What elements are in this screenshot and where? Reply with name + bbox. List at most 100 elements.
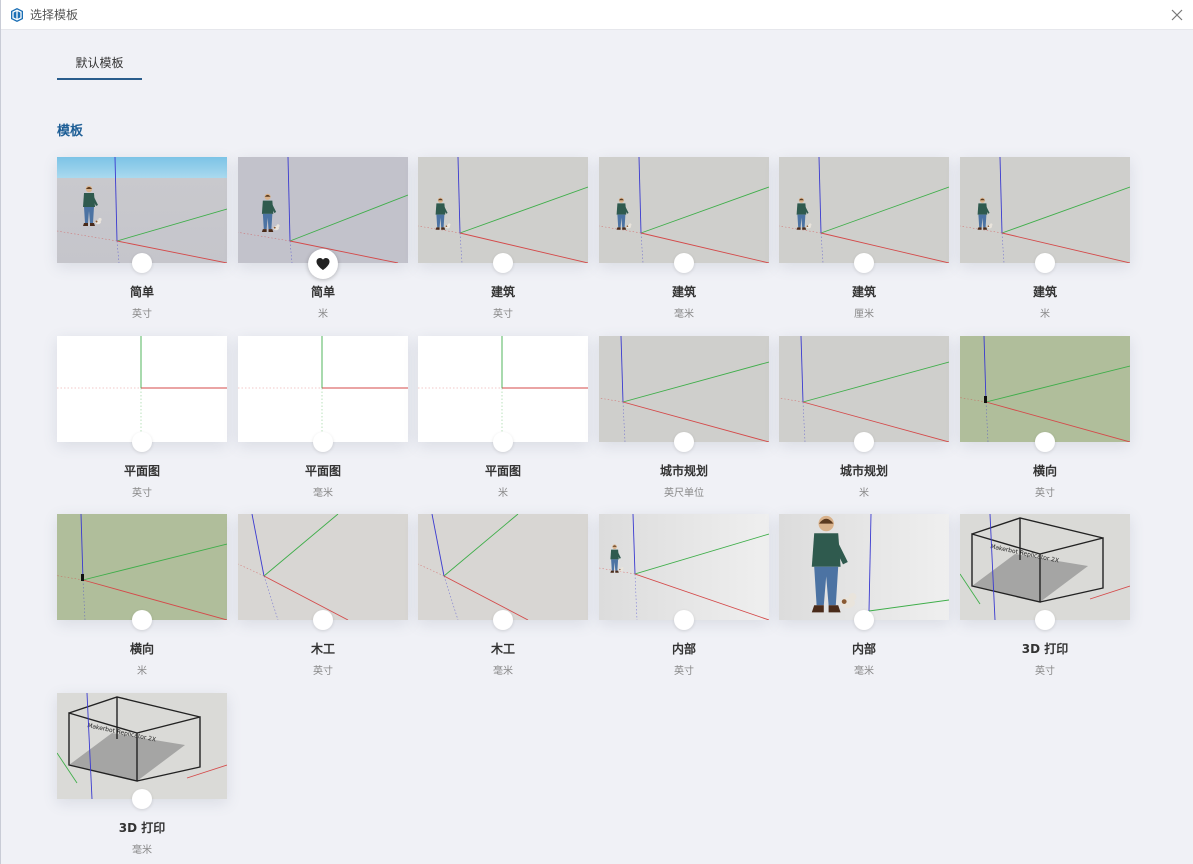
template-thumbnail[interactable] — [57, 157, 227, 263]
favorite-toggle[interactable] — [854, 432, 874, 452]
template-name: 3D 打印 — [118, 821, 166, 835]
template-card[interactable]: 简单英寸 — [57, 157, 227, 327]
template-unit: 毫米 — [493, 666, 513, 677]
template-name: 简单 — [129, 285, 154, 299]
template-card[interactable]: Makerbot Replicator 2X 3D 打印英寸 — [960, 514, 1130, 684]
template-card[interactable]: 横向米 — [57, 514, 227, 684]
favorite-toggle[interactable] — [132, 789, 152, 809]
template-thumbnail[interactable] — [599, 514, 769, 620]
close-icon[interactable] — [1168, 6, 1186, 24]
template-name: 建筑 — [490, 285, 515, 299]
favorite-toggle[interactable] — [854, 610, 874, 630]
favorite-toggle[interactable] — [1035, 610, 1055, 630]
template-unit: 毫米 — [854, 666, 874, 677]
template-card[interactable]: 木工毫米 — [418, 514, 588, 684]
template-name: 平面图 — [304, 464, 341, 478]
template-name: 平面图 — [484, 464, 521, 478]
section-title: 模板 — [57, 124, 84, 139]
template-name: 3D 打印 — [1021, 642, 1069, 656]
template-unit: 英寸 — [1035, 666, 1055, 677]
template-name: 建筑 — [671, 285, 696, 299]
template-thumbnail[interactable] — [418, 514, 588, 620]
favorite-toggle[interactable] — [132, 432, 152, 452]
template-name: 建筑 — [851, 285, 876, 299]
template-name: 平面图 — [123, 464, 160, 478]
template-card[interactable]: 内部英寸 — [599, 514, 769, 684]
template-thumbnail[interactable] — [960, 336, 1130, 442]
template-unit: 英尺单位 — [664, 488, 704, 499]
template-card[interactable]: 简单米 — [238, 157, 408, 327]
favorite-toggle[interactable] — [674, 610, 694, 630]
template-unit: 毫米 — [674, 309, 694, 320]
template-name: 简单 — [310, 285, 335, 299]
template-name: 建筑 — [1032, 285, 1057, 299]
template-card[interactable]: 建筑毫米 — [599, 157, 769, 327]
template-thumbnail[interactable]: Makerbot Replicator 2X — [960, 514, 1130, 620]
template-thumbnail[interactable] — [57, 336, 227, 442]
template-card[interactable]: 建筑厘米 — [779, 157, 949, 327]
template-card[interactable]: 内部毫米 — [779, 514, 949, 684]
favorite-toggle[interactable] — [493, 253, 513, 273]
template-thumbnail[interactable] — [960, 157, 1130, 263]
favorite-toggle[interactable] — [313, 432, 333, 452]
template-name: 城市规划 — [839, 464, 888, 478]
title-bar: 选择模板 — [1, 0, 1193, 30]
favorite-toggle[interactable] — [132, 253, 152, 273]
template-unit: 米 — [137, 666, 147, 677]
template-thumbnail[interactable] — [599, 336, 769, 442]
template-unit: 英寸 — [493, 309, 513, 320]
favorite-toggle[interactable] — [493, 610, 513, 630]
template-card[interactable]: 建筑英寸 — [418, 157, 588, 327]
template-unit: 英寸 — [132, 309, 152, 320]
template-thumbnail[interactable] — [238, 336, 408, 442]
favorite-toggle[interactable] — [1035, 253, 1055, 273]
template-thumbnail[interactable] — [418, 157, 588, 263]
template-card[interactable]: 平面图英寸 — [57, 336, 227, 506]
favorite-toggle[interactable] — [674, 432, 694, 452]
template-name: 横向 — [1032, 464, 1057, 478]
template-card[interactable]: 横向英寸 — [960, 336, 1130, 506]
favorite-toggle[interactable] — [1035, 432, 1055, 452]
template-thumbnail[interactable] — [779, 514, 949, 620]
sketchup-logo-icon — [9, 7, 25, 23]
template-thumbnail[interactable] — [418, 336, 588, 442]
template-unit: 英寸 — [674, 666, 694, 677]
favorite-heart-icon[interactable] — [308, 249, 338, 279]
template-name: 内部 — [851, 642, 876, 656]
template-card[interactable]: Makerbot Replicator 2X 3D 打印毫米 — [57, 693, 227, 863]
favorite-toggle[interactable] — [674, 253, 694, 273]
favorite-toggle[interactable] — [132, 610, 152, 630]
template-name: 城市规划 — [659, 464, 708, 478]
template-thumbnail[interactable]: Makerbot Replicator 2X — [57, 693, 227, 799]
window-title: 选择模板 — [30, 8, 79, 22]
template-unit: 米 — [859, 488, 869, 499]
template-thumbnail[interactable] — [599, 157, 769, 263]
template-name: 内部 — [671, 642, 696, 656]
template-card[interactable]: 城市规划英尺单位 — [599, 336, 769, 506]
template-unit: 毫米 — [313, 488, 333, 499]
template-unit: 英寸 — [132, 488, 152, 499]
template-card[interactable]: 建筑米 — [960, 157, 1130, 327]
favorite-toggle[interactable] — [493, 432, 513, 452]
template-unit: 厘米 — [854, 309, 874, 320]
template-card[interactable]: 木工英寸 — [238, 514, 408, 684]
template-unit: 英寸 — [313, 666, 333, 677]
template-card[interactable]: 平面图毫米 — [238, 336, 408, 506]
template-unit: 米 — [1040, 309, 1050, 320]
template-card[interactable]: 平面图米 — [418, 336, 588, 506]
favorite-toggle[interactable] — [854, 253, 874, 273]
template-unit: 米 — [498, 488, 508, 499]
template-thumbnail[interactable] — [779, 336, 949, 442]
favorite-toggle[interactable] — [313, 610, 333, 630]
template-card[interactable]: 城市规划米 — [779, 336, 949, 506]
template-thumbnail[interactable] — [238, 157, 408, 263]
template-name: 横向 — [129, 642, 154, 656]
template-name: 木工 — [490, 642, 515, 656]
template-unit: 毫米 — [132, 845, 152, 856]
template-name: 木工 — [310, 642, 335, 656]
template-thumbnail[interactable] — [238, 514, 408, 620]
tab-default-templates[interactable]: 默认模板 — [57, 48, 142, 80]
template-thumbnail[interactable] — [779, 157, 949, 263]
template-thumbnail[interactable] — [57, 514, 227, 620]
